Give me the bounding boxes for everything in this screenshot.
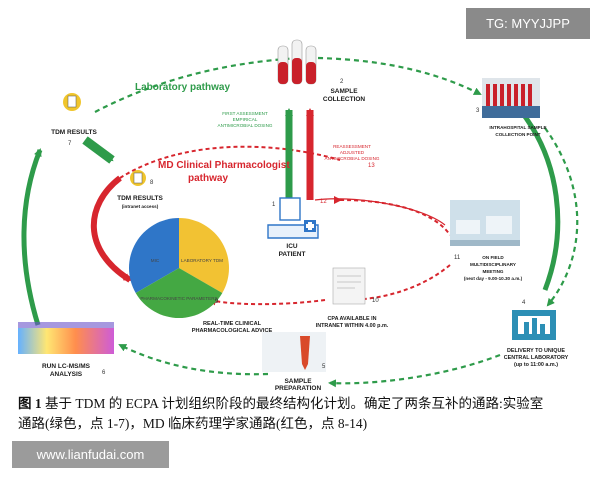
- cpa-num: 10: [372, 298, 379, 304]
- run-lcms-line2: ANALYSIS: [50, 371, 83, 378]
- md-pathway-title-line1: MD Clinical Pharmacologist: [158, 160, 290, 171]
- realtime-num: 9: [215, 299, 219, 305]
- on-field-line4: (next day - 9.00-10.30 a.m.): [464, 276, 523, 281]
- lab-loop-top-right: [317, 56, 482, 95]
- pie-slice-mic: [129, 218, 179, 293]
- caption-fig-label: 图 1: [18, 396, 42, 411]
- on-field-num: 11: [454, 255, 461, 261]
- intrahospital-line2: COLLECTION POINT: [495, 132, 540, 137]
- cpa-line2: INTRANET WITHIN 4.00 p.m.: [316, 323, 389, 329]
- md-loop-left-solid: [90, 175, 132, 283]
- md-loop-icu-arc: [314, 198, 446, 226]
- pie-slice-laboratory-tdm: [179, 218, 229, 293]
- tdm-intranet-badge-icon: [130, 170, 146, 186]
- intrahospital-rack-image: [482, 78, 540, 118]
- lcms-spectrum-icon: [18, 322, 114, 354]
- first-assessment-line2: EMPIRICAL: [233, 117, 258, 122]
- figure-caption: 图 1 基于 TDM 的 ECPA 计划组织阶段的最终结构化计划。确定了两条互补…: [18, 394, 588, 434]
- pie-label-pk: PHARMACOKINETIC PARAMETERS: [140, 296, 217, 301]
- pie-label-laboratory-tdm: LABORATORY TDM: [181, 258, 223, 263]
- reassessment-line2: ADJUSTED: [340, 150, 365, 155]
- sample-collection-line1: SAMPLE: [330, 88, 358, 95]
- pie-slice-pk: [135, 268, 223, 318]
- reassessment-line3: ANTIMICROBIAL DOSING: [325, 156, 380, 161]
- laboratory-pathway-title: Laboratory pathway: [135, 82, 230, 93]
- lab-loop-left-solid: [21, 148, 43, 326]
- lab-loop-right: [544, 127, 579, 307]
- watermark-top-right: TG: MYYJJPP: [466, 8, 590, 39]
- pie-chart: MIC LABORATORY TDM PHARMACOKINETIC PARAM…: [129, 218, 229, 318]
- central-laboratory-icon: [512, 310, 556, 340]
- delivery-line3: (up to 11:00 a.m.): [514, 362, 558, 368]
- icu-patient-num: 1: [272, 202, 276, 208]
- caption-line1: 图 1 基于 TDM 的 ECPA 计划组织阶段的最终结构化计划。确定了两条互补…: [18, 394, 588, 414]
- lab-loop-bottom-left: [118, 344, 269, 376]
- sample-prep-tube-icon: [262, 332, 326, 372]
- on-field-line3: MEETING: [483, 269, 504, 274]
- lab-loop-right-solid: [518, 108, 561, 291]
- first-assessment-line1: FIRST ASSESSMENT: [222, 111, 268, 116]
- on-field-line1: ON FIELD: [482, 255, 504, 260]
- tdm-intranet-num: 8: [150, 180, 154, 186]
- green-thick-arrow: [82, 136, 115, 164]
- blood-tubes-icon: [277, 39, 317, 85]
- pie-label-mic: MIC: [151, 258, 160, 263]
- tdm-intranet-line1: TDM RESULTS: [117, 195, 163, 202]
- realtime-line1: REAL-TIME CLINICAL: [203, 321, 262, 327]
- step-12-num: 12: [320, 199, 327, 205]
- watermark-bottom-left: www.lianfudai.com: [12, 441, 169, 468]
- intrahospital-line1: INTRAHOSPITAL SAMPLE: [489, 125, 546, 130]
- tdm-results-num: 7: [68, 141, 72, 147]
- caption-line2: 通路(绿色，点 1-7)，MD 临床药理学家通路(红色，点 8-14): [18, 416, 368, 431]
- tdm-results-label: TDM RESULTS: [51, 129, 97, 136]
- sample-prep-line2: PREPARATION: [275, 385, 322, 392]
- caption-line1-text: 基于 TDM 的 ECPA 计划组织阶段的最终结构化计划。确定了两条互补的通路:…: [41, 396, 544, 411]
- sample-prep-num: 5: [322, 364, 326, 370]
- md-loop-bottom2: [208, 297, 326, 306]
- tdm-badge-icon: [63, 93, 81, 111]
- realtime-line2: PHARMACOLOGICAL ADVICE: [192, 328, 273, 334]
- delivery-line1: DELIVERY TO UNIQUE: [507, 348, 565, 354]
- cpa-line1: CPA AVAILABLE IN: [327, 316, 376, 322]
- delivery-line2: CENTRAL LABORATORY: [504, 355, 569, 361]
- delivery-num: 4: [522, 300, 526, 306]
- run-lcms-num: 6: [102, 370, 106, 376]
- step-13-num: 13: [368, 163, 375, 169]
- run-lcms-line1: RUN LC-MS/MS: [42, 363, 91, 370]
- intrahospital-num: 3: [476, 108, 480, 114]
- icu-patient-line1: ICU: [286, 243, 298, 250]
- first-assessment-line3: ANTIMICROBIAL DOSING: [218, 123, 273, 128]
- icu-room-image: [450, 200, 520, 246]
- icu-patient-line2: PATIENT: [279, 251, 306, 258]
- sample-collection-num: 2: [340, 79, 344, 85]
- lab-loop-bottom: [328, 353, 501, 388]
- sample-collection-line2: COLLECTION: [323, 96, 366, 103]
- on-field-line2: MULTIDISCIPLINARY: [470, 262, 516, 267]
- reassessment-line1: REASSESSMENT: [333, 144, 371, 149]
- md-pathway-title-line2: pathway: [188, 173, 228, 184]
- sample-prep-line1: SAMPLE: [284, 378, 312, 385]
- icu-patient-icon: [267, 197, 319, 239]
- cpa-document-icon: [332, 267, 366, 305]
- tdm-intranet-line2: (intranet access): [122, 204, 159, 209]
